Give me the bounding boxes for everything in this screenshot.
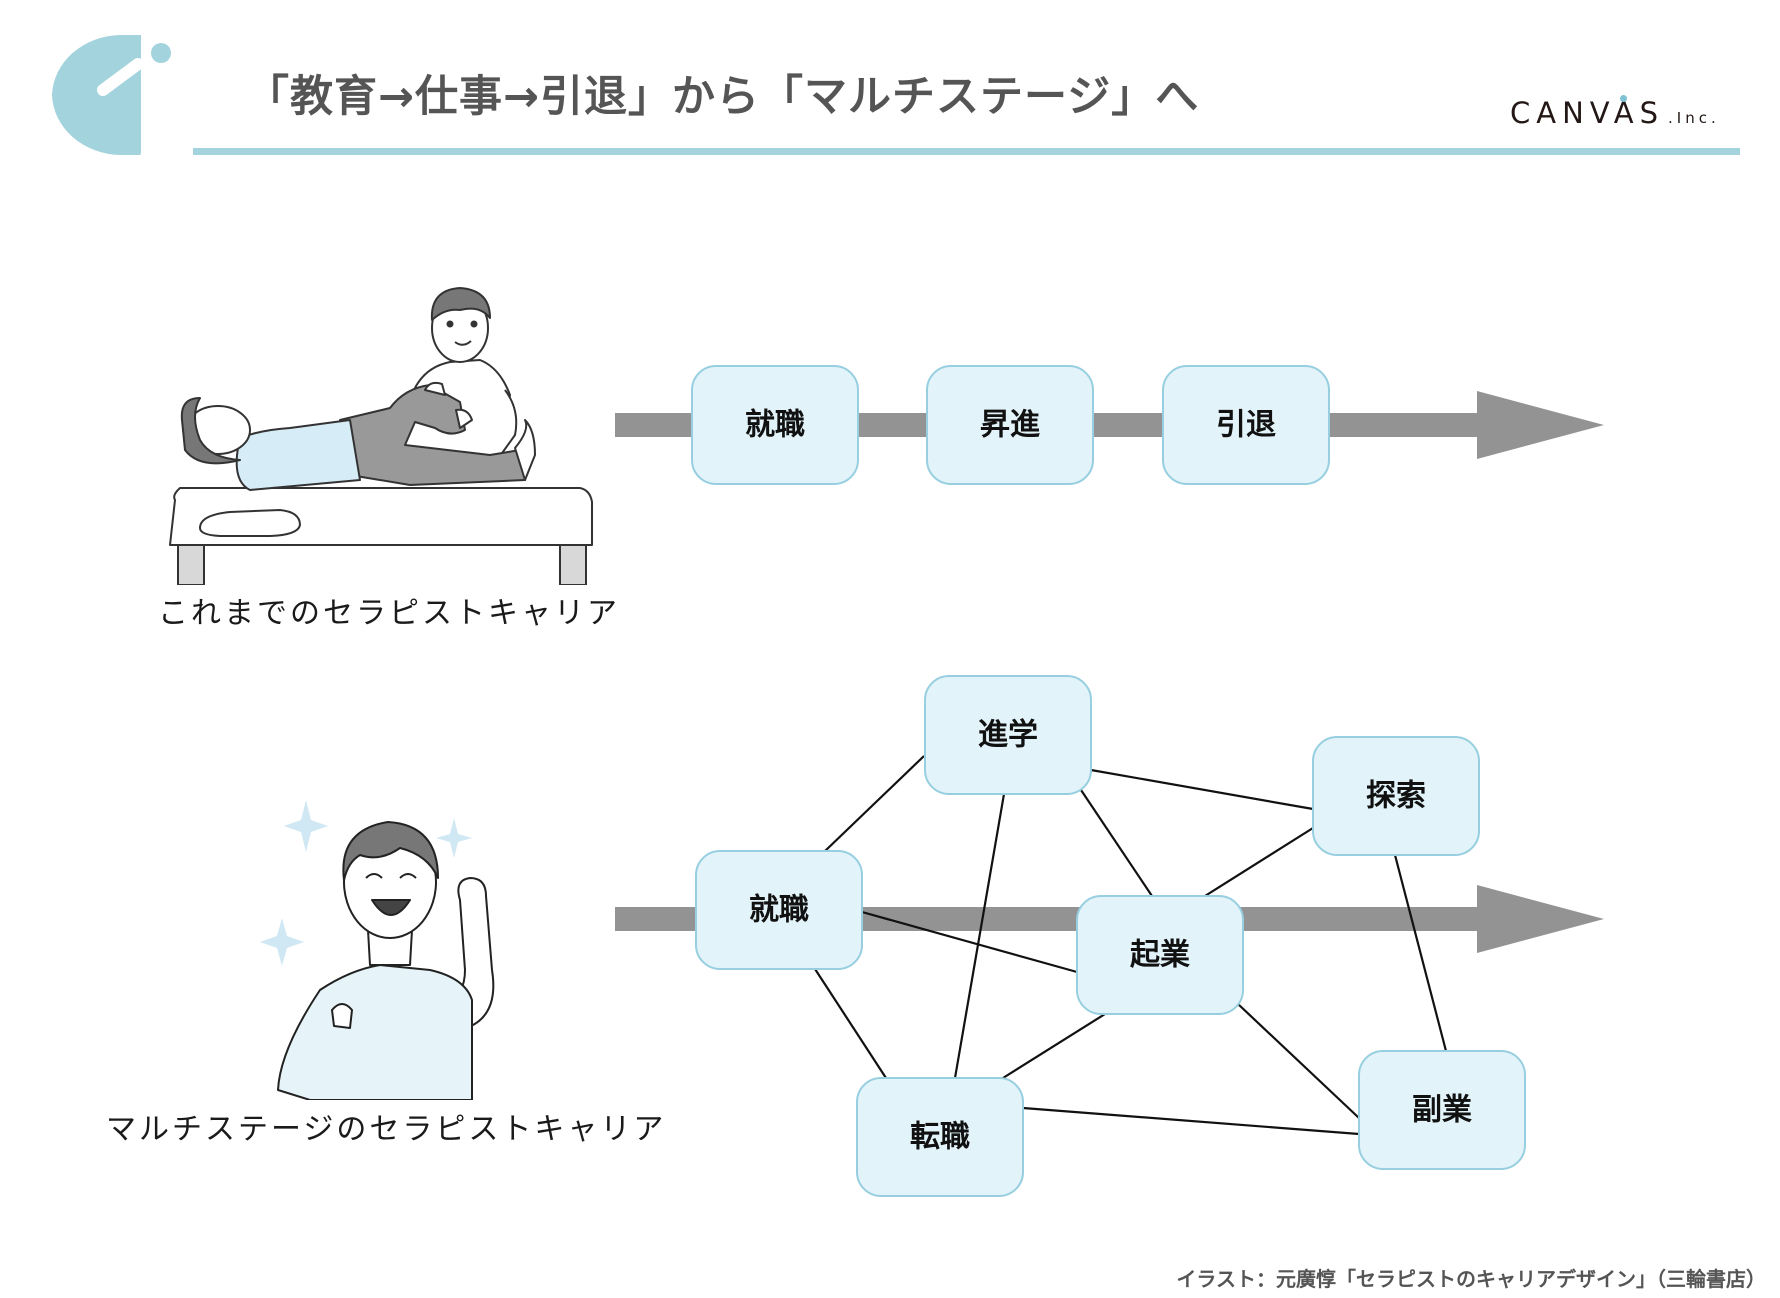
page-title: 「教育→仕事→引退」から「マルチステージ」へ: [246, 72, 1200, 122]
node-label: 副業: [1412, 1093, 1472, 1128]
brand-name: CANVAS: [1510, 96, 1665, 130]
node-box: [1312, 736, 1480, 856]
node-label: 探索: [1366, 779, 1426, 814]
stage-node: 引退: [1162, 365, 1330, 485]
stage-node: 就職: [691, 365, 859, 485]
edge-shingaku-kigyo: [1080, 789, 1153, 897]
traditional-career-caption: これまでのセラピストキャリア: [158, 596, 620, 631]
node-label: 昇進: [980, 408, 1040, 443]
node-fukugyo: 副業: [1358, 1050, 1526, 1170]
node-tansaku: 探索: [1312, 736, 1480, 856]
illustration-credit: イラスト：元廣惇「セラピストのキャリアデザイン」（三輪書店）: [1176, 1267, 1766, 1291]
node-box: [924, 675, 1092, 795]
edge-shingaku-tansaku: [1090, 768, 1314, 811]
node-label: 転職: [910, 1120, 970, 1155]
stage-node: 昇進: [926, 365, 1094, 485]
brand-dot-icon: [1620, 95, 1627, 102]
node-box: [926, 365, 1094, 485]
edge-kigyo-tenshoku: [1002, 1013, 1106, 1079]
multistage-edges: [814, 755, 1448, 1136]
node-shingaku: 進学: [924, 675, 1092, 795]
traditional-timeline-arrow: [615, 391, 1604, 459]
edge-shushoku-kigyo: [861, 910, 1078, 974]
multistage-timeline-arrow: [615, 885, 1604, 953]
edge-tansaku-kigyo: [1204, 827, 1314, 897]
node-tenshoku: 転職: [856, 1077, 1024, 1197]
edge-shingaku-tenshoku: [953, 793, 1006, 1079]
node-box: [856, 1077, 1024, 1197]
brand-logo: CANVAS.Inc.: [1510, 96, 1720, 130]
header-divider: [193, 148, 1740, 155]
sparkle-icons: [260, 800, 472, 966]
traditional-stage-list: 就職 昇進 引退: [691, 365, 1330, 485]
node-label: 就職: [749, 893, 809, 928]
node-box: [1358, 1050, 1526, 1170]
node-label: 引退: [1216, 408, 1276, 443]
node-box: [691, 365, 859, 485]
therapist-treating-patient-illustration: [169, 287, 593, 585]
node-box: [695, 850, 863, 970]
brand-suffix: .Inc.: [1668, 109, 1720, 127]
edge-tansaku-fukugyo: [1393, 854, 1448, 1052]
node-box: [1076, 895, 1244, 1015]
edge-tenshoku-fukugyo: [1022, 1106, 1360, 1136]
node-box: [1162, 365, 1330, 485]
node-label: 起業: [1130, 938, 1190, 973]
cheerful-therapist-illustration: [260, 800, 495, 1100]
edge-shushoku-shingaku: [823, 755, 925, 853]
node-kigyo: 起業: [1076, 895, 1244, 1015]
node-shushoku: 就職: [695, 850, 863, 970]
edge-kigyo-fukugyo: [1237, 1003, 1360, 1119]
edge-shushoku-tenshoku: [814, 968, 887, 1079]
node-label: 進学: [978, 718, 1038, 753]
canvas-logo-icon: [52, 35, 171, 155]
node-label: 就職: [745, 408, 805, 443]
multistage-career-caption: マルチステージのセラピストキャリア: [106, 1112, 667, 1147]
